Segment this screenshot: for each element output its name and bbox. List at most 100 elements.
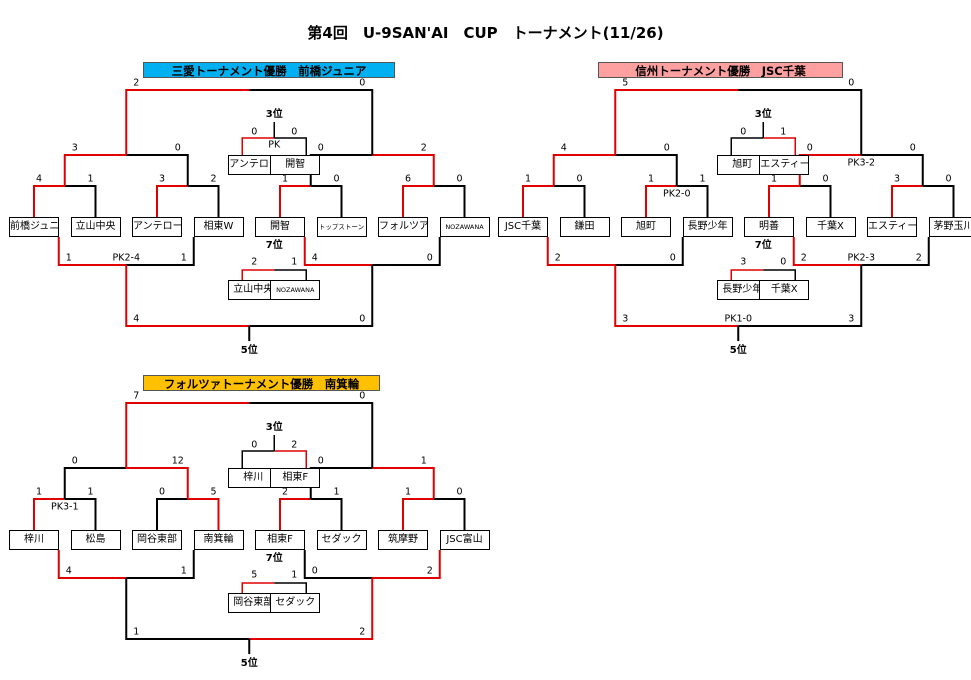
r1-line: [310, 185, 343, 217]
score: 1: [180, 565, 187, 577]
consol-line: [57, 550, 127, 579]
team-box: 前橋ジュニア: [9, 217, 59, 237]
seventh-line: [241, 582, 275, 593]
place-label: 7位: [754, 240, 772, 251]
r1-line: [522, 185, 554, 217]
team-box: 岡谷東部: [132, 530, 182, 550]
team-box: フォルツア: [378, 217, 428, 237]
consol-line: [57, 237, 127, 266]
score: 1: [281, 173, 289, 185]
score: 2: [251, 256, 258, 268]
third-line: [241, 137, 275, 155]
score: 3: [893, 173, 901, 185]
sf-line: [63, 154, 127, 186]
score: 0: [806, 142, 813, 154]
score: 0: [456, 173, 463, 185]
team-box: 千葉X: [805, 217, 856, 237]
sf-line: [615, 154, 678, 186]
team-box: JSC千葉: [498, 217, 548, 237]
final-line: [125, 402, 250, 468]
r1-line: [891, 185, 923, 217]
r1-line: [433, 498, 466, 530]
pk-label: PK2-0: [663, 188, 691, 200]
r1-line: [768, 185, 800, 217]
score: 1: [420, 455, 427, 467]
fifth-line: [125, 578, 250, 640]
score: 3: [740, 256, 747, 268]
seventh-line: [730, 269, 764, 280]
final-line: [249, 89, 374, 155]
place-label: 5位: [729, 345, 747, 356]
score: 0: [291, 126, 298, 138]
third-line: [730, 137, 764, 155]
score: 2: [133, 77, 140, 89]
consol-line: [126, 237, 195, 266]
score: 5: [622, 77, 629, 89]
sf-line: [63, 467, 127, 499]
consol-line: [792, 237, 862, 266]
score: 3: [622, 313, 629, 325]
seventh-team-box: 長野少年: [717, 280, 768, 300]
consol-line: [861, 237, 930, 266]
score: 4: [133, 313, 140, 325]
r1-line: [553, 185, 586, 217]
r1-line: [645, 185, 677, 217]
final-line: [125, 89, 250, 155]
r1-line: [279, 498, 311, 530]
consol-line: [615, 237, 684, 266]
final-line: [249, 402, 374, 468]
score: 0: [359, 77, 366, 89]
fifth-line: [125, 265, 250, 327]
pk-label: PK3-1: [51, 501, 79, 513]
score: 2: [554, 252, 561, 264]
seventh-team-box: 千葉X: [759, 280, 810, 300]
team-box: 開智: [255, 217, 305, 237]
score: 0: [251, 126, 258, 138]
place-label: 7位: [265, 240, 283, 251]
score: 0: [848, 77, 855, 89]
final-line: [738, 89, 863, 155]
score: 0: [909, 142, 916, 154]
r1-line: [279, 185, 311, 217]
score: 0: [663, 142, 670, 154]
team-box: セダック: [316, 530, 367, 550]
third-line: [274, 450, 307, 468]
score: 1: [291, 256, 298, 268]
r1-line: [156, 498, 188, 530]
score: 1: [780, 126, 787, 138]
pk-label: PK2-4: [112, 252, 140, 264]
fifth-line: [738, 265, 863, 327]
r1-line: [64, 185, 97, 217]
r1-line: [187, 185, 220, 217]
seventh-line: [241, 269, 275, 280]
pk-label: PK3-2: [847, 157, 875, 169]
score: 2: [426, 565, 433, 577]
score: 0: [669, 252, 676, 264]
score: 4: [560, 142, 567, 154]
team-box: 明善: [744, 217, 794, 237]
tournament-banner: 三愛トーナメント優勝 前橋ジュニア: [143, 62, 395, 78]
score: 0: [740, 126, 747, 138]
score: 1: [524, 173, 532, 185]
team-box: 梓川: [9, 530, 59, 550]
score: 2: [800, 252, 807, 264]
score: 2: [210, 173, 217, 185]
seventh-line: [274, 582, 307, 593]
team-box: 立山中央: [70, 217, 121, 237]
r1-line: [187, 498, 220, 530]
score: 2: [420, 142, 427, 154]
score: 2: [359, 626, 366, 638]
score: 1: [291, 569, 298, 581]
score: 1: [87, 486, 94, 498]
team-box: JSC富山: [439, 530, 490, 550]
team-box: 南箕輪: [193, 530, 244, 550]
score: 1: [333, 486, 340, 498]
score: 0: [359, 313, 366, 325]
consol-line: [372, 550, 441, 579]
score: 0: [359, 390, 366, 402]
score: 1: [770, 173, 778, 185]
r1-line: [799, 185, 832, 217]
score: 1: [404, 486, 412, 498]
score: 5: [210, 486, 217, 498]
pk-label: PK: [268, 139, 281, 151]
